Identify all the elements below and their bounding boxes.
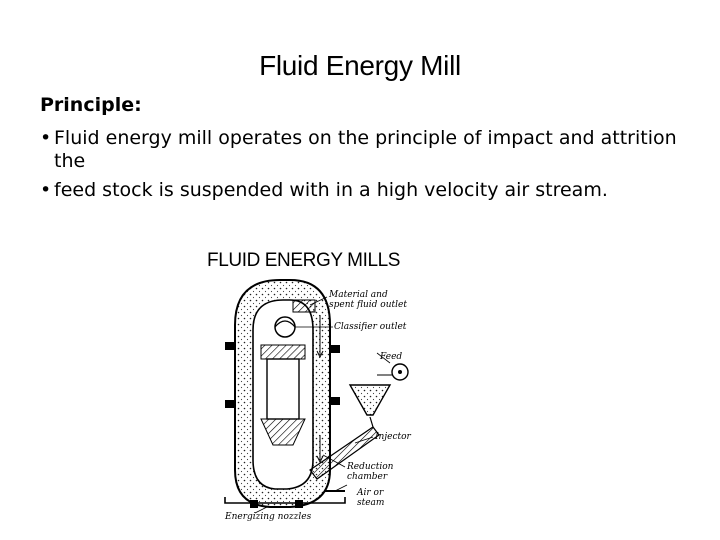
top-outlet	[292, 299, 316, 313]
chamber-lid	[260, 344, 306, 360]
bullet-item-1: Fluid energy mill operates on the princi…	[40, 127, 700, 173]
label-air-1: Air or	[356, 488, 384, 498]
label-feed: Feed	[379, 352, 402, 362]
feed-roller	[391, 363, 409, 381]
inner-chamber	[266, 358, 300, 420]
bullet-list: Fluid energy mill operates on the princi…	[40, 127, 700, 208]
label-air-2: steam	[357, 498, 384, 508]
slide-title: Fluid Energy Mill	[259, 50, 461, 81]
chamber-base	[260, 418, 306, 446]
left-flange-bottom	[225, 400, 235, 408]
label-material-outlet-1: Material and	[328, 290, 388, 300]
energizing-nozzles	[224, 497, 346, 504]
right-flange-bottom	[330, 397, 340, 405]
bullet-item-2: feed stock is suspended with in a high v…	[40, 179, 700, 202]
principle-heading: Principle:	[40, 94, 142, 116]
feed-hopper	[348, 384, 392, 416]
injector-pipe	[309, 426, 380, 480]
mill-diagram: Material and spent fluid outlet Classifi…	[224, 279, 412, 522]
label-reduction-1: Reduction	[346, 462, 394, 472]
label-material-outlet-2: spent fluid outlet	[329, 300, 407, 310]
label-reduction-2: chamber	[347, 472, 388, 482]
label-nozzles: Energizing nozzles	[224, 512, 312, 522]
left-flange-top	[225, 342, 235, 350]
fluid-energy-mill-figure: FLUID ENERGY MILLS	[195, 245, 420, 525]
label-injector: Injector	[374, 432, 412, 442]
right-flange-top	[330, 345, 340, 353]
label-classifier-outlet: Classifier outlet	[334, 322, 407, 332]
figure-title: FLUID ENERGY MILLS	[207, 250, 401, 271]
leader-lines	[254, 296, 391, 514]
